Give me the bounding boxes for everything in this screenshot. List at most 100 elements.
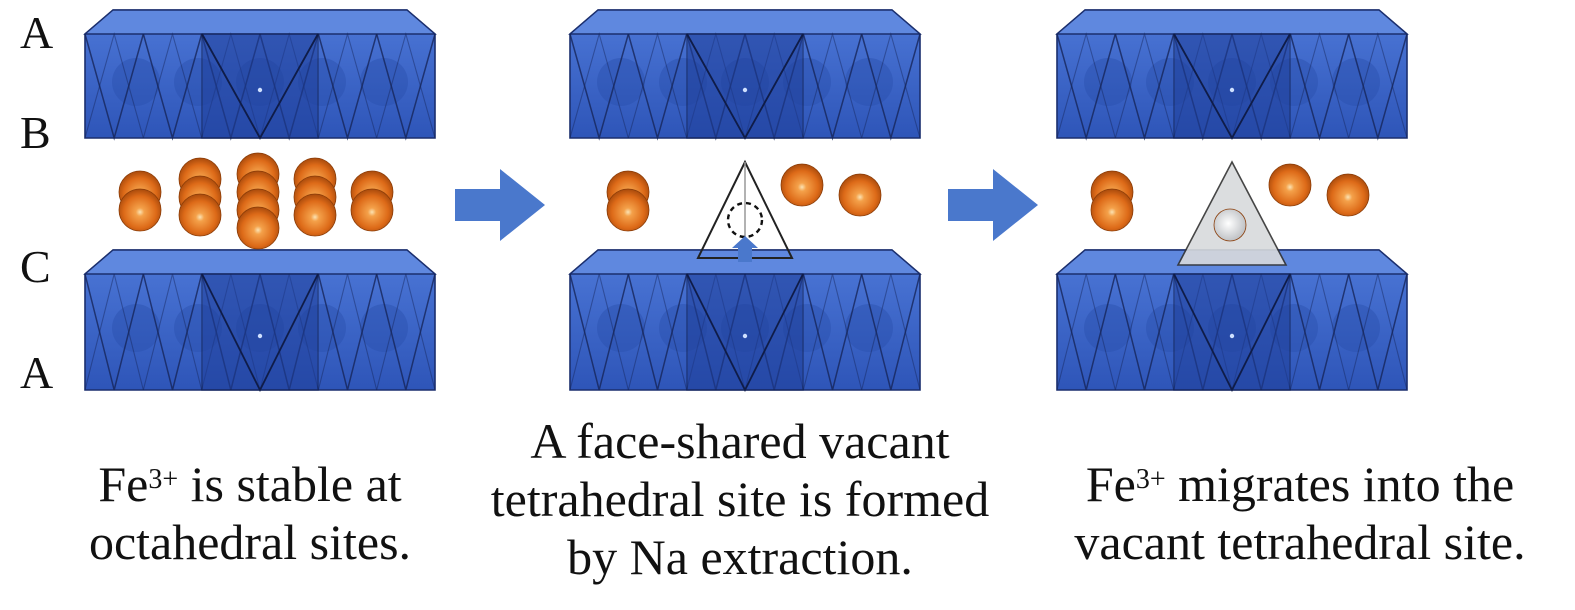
- caption-left-line-1: Fe3+ is stable at: [50, 455, 450, 513]
- panel-2-lower-slab-edge: [802, 273, 863, 391]
- panel-1-upper-slab-edge: [376, 31, 436, 139]
- panel-2-lower-slab-edge: [802, 273, 863, 391]
- panel-1-upper-slab-center-dot: [257, 87, 263, 93]
- panel-1-upper-slab-edge: [84, 31, 144, 139]
- panel-2-lower-slab-edge: [569, 273, 629, 391]
- panel-3-upper-slab-center-edge: [1173, 33, 1291, 140]
- panel-3-lower-slab-cation: [1332, 304, 1380, 352]
- layer-label-c: C: [20, 241, 51, 292]
- layer-label-a-bottom: A: [20, 347, 54, 398]
- panel-1-lower-slab-edge: [84, 273, 144, 391]
- fe-ion-tetrahedral: [1213, 208, 1247, 242]
- panel-3-lower-slab-edge: [1056, 273, 1116, 391]
- arrow-1: [455, 169, 545, 241]
- panel-1-upper-slab: [83, 9, 437, 141]
- panel-3-lower-slab-edge: [1289, 273, 1350, 391]
- panel-1-upper-slab-top-face: [83, 9, 437, 35]
- panel-3-lower-slab-center-octahedron: [1173, 273, 1291, 391]
- panel-1-upper-slab-edge: [317, 31, 378, 139]
- panel-2-upper-slab: [568, 9, 922, 141]
- structure-illustration: [83, 9, 1409, 393]
- panel-2-upper-slab-center-dot: [742, 87, 748, 93]
- panel-2-upper-slab-edge: [860, 33, 921, 141]
- panel-1-lower-slab-edge: [84, 273, 145, 391]
- panel-1-lower-slab-center-edge: [201, 273, 319, 393]
- panel-3-upper-slab-cation: [1332, 58, 1380, 106]
- caption-left-line-1-text: is stable at: [178, 456, 402, 512]
- panel-2-na-sphere: [780, 163, 824, 207]
- panel-2-na-stack: [606, 188, 650, 232]
- panel-2-lower-slab-edge: [569, 273, 630, 391]
- panel-3-lower-slab-edge: [1114, 273, 1175, 391]
- caption-left-line-2: octahedral sites.: [88, 514, 412, 570]
- panel-1-lower-slab-top-face: [83, 249, 437, 275]
- panel-2-lower-slab-cation: [845, 304, 893, 352]
- panel-2-upper-slab-cation: [597, 58, 645, 106]
- panel-3-lower-slab: [1055, 249, 1409, 393]
- panel-1-upper-slab-edge: [142, 33, 203, 141]
- panel-2-upper-slab-center-edge: [686, 33, 804, 140]
- caption-right-line-2: vacant tetrahedral site.: [1074, 514, 1526, 570]
- panel-2-upper-slab-edge: [861, 31, 921, 139]
- panel-3-upper-slab-edge: [1056, 31, 1116, 139]
- panel-1-lower-slab-edge: [142, 273, 203, 391]
- caption-right-line-1: Fe3+ migrates into the: [1040, 455, 1560, 513]
- panel-1-na-stack: [178, 193, 222, 237]
- panel-1-lower-slab-edge: [142, 273, 203, 391]
- panel-2-upper-slab-edge: [802, 33, 863, 141]
- caption-right-fe: Fe: [1085, 456, 1136, 512]
- vacancy-marker: [726, 201, 764, 239]
- panel-3-lower-slab-edge: [1348, 273, 1408, 391]
- caption-middle: A face-shared vacant tetrahedral site is…: [440, 412, 1040, 586]
- panel-1-upper-slab-edge: [375, 33, 436, 141]
- panel-1-lower-slab: [83, 249, 437, 393]
- panel-2-lower-slab-center-octahedron: [686, 273, 804, 391]
- panel-2-upper-slab-edge: [569, 31, 629, 139]
- caption-right: Fe3+ migrates into the vacant tetrahedra…: [1040, 455, 1560, 571]
- panel-3-upper-slab-edge: [1289, 33, 1350, 141]
- panel-3-upper-slab-cation: [1084, 58, 1132, 106]
- panel-1-lower-slab-center-dot: [257, 333, 263, 339]
- panel-3-lower-slab-edge: [1289, 273, 1350, 391]
- arrow-2: [948, 169, 1038, 241]
- caption-middle-line-1: A face-shared vacant: [530, 413, 950, 469]
- panel-1-na-stack: [293, 193, 337, 237]
- panel-1-lower-slab-edge: [317, 273, 378, 391]
- panel-3-na-sphere: [1326, 173, 1370, 217]
- caption-middle-line-2: tetrahedral site is formed: [490, 471, 990, 527]
- panel-3-na-stack: [1090, 188, 1134, 232]
- caption-middle-line-3: by Na extraction.: [567, 529, 913, 585]
- panel-2-upper-slab-center-octahedron: [686, 33, 804, 139]
- panel-2-lower-slab: [568, 249, 922, 393]
- panel-1-upper-slab-center-octahedron: [201, 33, 319, 139]
- panel-1-lower-slab-edge: [317, 273, 378, 391]
- panel-3-lower-slab-center-edge: [1173, 273, 1291, 393]
- panel-3-upper-slab-edge: [1348, 31, 1408, 139]
- panel-3-upper-slab-edge: [1056, 33, 1117, 141]
- panel-3-upper-slab-edge: [1114, 31, 1175, 139]
- panel-2-lower-slab-edge: [861, 273, 921, 391]
- panel-1-upper-slab-edge: [142, 31, 203, 139]
- panel-3-na-sphere: [1268, 163, 1312, 207]
- caption-left-fe: Fe: [98, 456, 149, 512]
- panel-2-lower-slab-cation: [597, 304, 645, 352]
- panel-2-upper-slab-edge: [627, 33, 688, 141]
- panel-3-upper-slab-center-octahedron: [1173, 33, 1291, 139]
- caption-right-charge: 3+: [1135, 464, 1166, 495]
- panel-2-lower-slab-edge: [627, 273, 688, 391]
- panel-1-lower-slab-cation: [360, 304, 408, 352]
- panel-3-upper-slab-edge: [1347, 33, 1408, 141]
- panel-3-upper-slab-edge: [1289, 31, 1350, 139]
- panel-2-upper-slab-cation: [845, 58, 893, 106]
- panel-1-lower-slab-edge: [375, 273, 436, 391]
- panel-1-lower-slab-center-octahedron: [201, 273, 319, 391]
- panel-2-upper-slab-top-face: [568, 9, 922, 35]
- panel-3-lower-slab-center-dot: [1229, 333, 1235, 339]
- panel-1-upper-slab-edge: [84, 33, 145, 141]
- panel-1-upper-slab-cation: [112, 58, 160, 106]
- panel-1-na-stack: [350, 188, 394, 232]
- panel-3-lower-slab-edge: [1114, 273, 1175, 391]
- caption-right-line-1-text: migrates into the: [1165, 456, 1515, 512]
- panel-3-upper-slab-center-dot: [1229, 87, 1235, 93]
